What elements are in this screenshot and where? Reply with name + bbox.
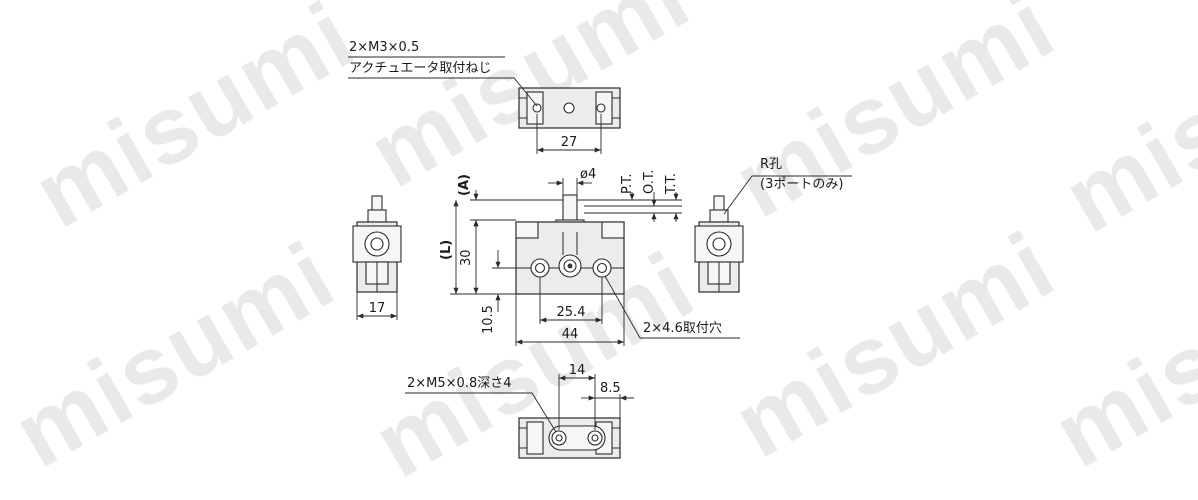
r-port-leader [723, 175, 852, 215]
mount-hole-leader [604, 275, 740, 339]
dim-30-label: 30 [459, 249, 474, 266]
watermark-text: misumi [717, 211, 1072, 478]
bottom-view: 2×M5×0.8深さ4 14 8.5 [405, 363, 634, 459]
top-thread-leader [348, 77, 538, 107]
top-thread-hole-right [596, 103, 606, 113]
right-side-view: R孔 (3ポートのみ) [694, 157, 852, 293]
bottom-thread-leader [405, 392, 557, 433]
r-port-note: (3ポートのみ) [760, 177, 843, 192]
r-port-label: R孔 [760, 157, 782, 172]
body-corner-left [515, 221, 539, 239]
watermark-text: misumi [1047, 0, 1198, 253]
dim-ot-label: O.T. [642, 170, 657, 194]
dim-10-5-label: 10.5 [481, 305, 496, 334]
dim-14-label: 14 [569, 363, 586, 378]
watermark-text: misumi [1037, 221, 1198, 488]
dim-phi4-label: ø4 [580, 167, 596, 182]
dim-27-label: 27 [561, 135, 578, 150]
bottom-thread-label: 2×M5×0.8深さ4 [407, 376, 512, 391]
dim-17-label: 17 [369, 301, 386, 316]
front-view: ø4 P.T. O.T. T.T. (A) (L) 30 10.5 [439, 167, 740, 346]
top-view: 2×M3×0.5 アクチュエータ取付ねじ 27 [348, 40, 621, 154]
dim-pt-label: P.T. [620, 174, 635, 194]
left-side-view: 17 [352, 195, 402, 320]
watermark-text: misumi [717, 0, 1072, 238]
top-thread-label: 2×M3×0.5 [349, 40, 419, 55]
plunger [562, 194, 578, 223]
body-corner-right [601, 221, 625, 239]
dim-25-4-label: 25.4 [557, 305, 586, 320]
dim-tt-label: T.T. [664, 173, 679, 195]
dim-l-label: (L) [439, 240, 454, 260]
dim-8-5-label: 8.5 [600, 381, 621, 396]
top-thread-note: アクチュエータ取付ねじ [349, 61, 491, 76]
watermark-text: misumi [0, 221, 352, 488]
top-center-hole [563, 102, 575, 114]
mount-hole-label: 2×4.6取付穴 [643, 321, 722, 336]
dim-44-label: 44 [562, 327, 579, 342]
watermark-text: misumi [17, 0, 372, 248]
dim-a-label: (A) [457, 174, 472, 196]
top-thread-hole-left [532, 103, 542, 113]
